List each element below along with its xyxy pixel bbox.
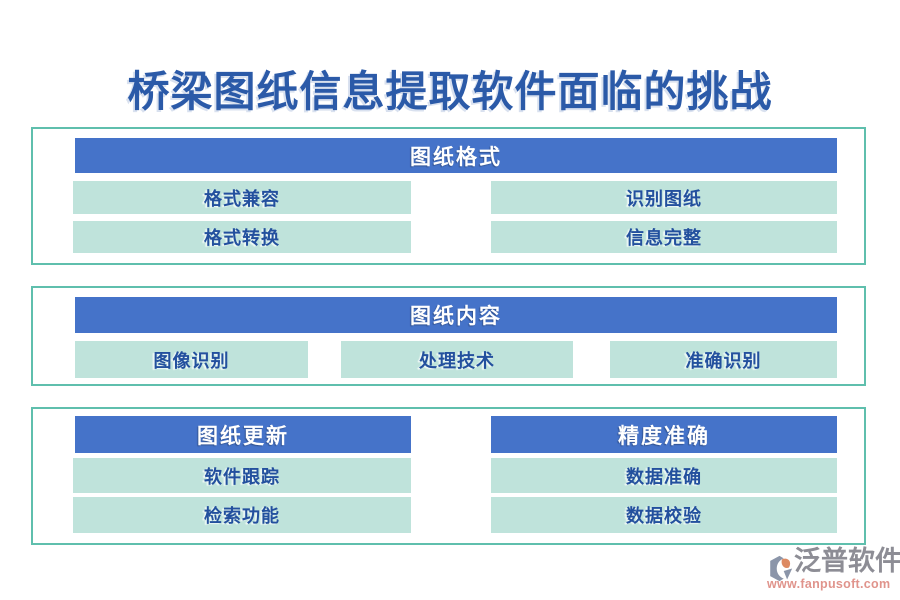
item-format-conversion: 格式转换: [73, 221, 411, 253]
item-software-tracking: 软件跟踪: [73, 458, 411, 493]
item-accurate-recognition: 准确识别: [610, 341, 837, 378]
item-processing-technology: 处理技术: [341, 341, 573, 378]
fanpu-logo: 泛普软件 www.fanpusoft.com: [766, 546, 900, 595]
brand-name: 泛普软件: [794, 546, 900, 576]
panel-drawing-format: 图纸格式 格式兼容 识别图纸 格式转换 信息完整: [31, 127, 866, 265]
item-information-completeness: 信息完整: [491, 221, 837, 253]
section-header-drawing-format: 图纸格式: [75, 138, 837, 173]
panel-drawing-content: 图纸内容 图像识别 处理技术 准确识别: [31, 286, 866, 386]
section-header-precision-accuracy: 精度准确: [491, 416, 837, 453]
item-image-recognition: 图像识别: [75, 341, 308, 378]
item-data-verification: 数据校验: [491, 497, 837, 533]
item-format-compatibility: 格式兼容: [73, 181, 411, 214]
section-header-drawing-content: 图纸内容: [75, 297, 837, 333]
item-recognize-drawing: 识别图纸: [491, 181, 837, 214]
fanpu-pinwheel-icon: [770, 555, 793, 582]
brand-url: www.fanpusoft.com: [767, 577, 891, 591]
page-title: 桥梁图纸信息提取软件面临的挑战: [127, 70, 773, 116]
item-data-accuracy: 数据准确: [491, 458, 837, 493]
section-header-drawing-update: 图纸更新: [75, 416, 411, 453]
item-retrieval-function: 检索功能: [73, 497, 411, 533]
panel-update-and-precision: 图纸更新 精度准确 软件跟踪 数据准确 检索功能 数据校验: [31, 407, 866, 545]
